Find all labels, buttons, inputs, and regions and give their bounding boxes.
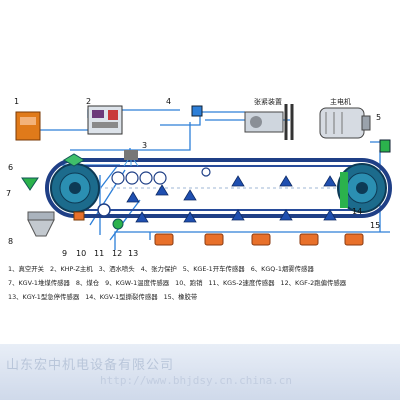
idler-rollers [111,167,211,185]
tail-pulley [337,163,387,213]
emergency-stop-sensors [154,233,364,246]
callout-numbers: 1 2 3 4 5 6 7 8 9 10 11 12 13 14 15 [6,97,381,258]
coal-pile-sensor [21,177,39,191]
legend-item: 4、张力保护 [140,265,177,273]
callout-11: 11 [94,249,104,258]
callout-3: 3 [142,141,147,150]
legend-item: 11、KGS-2速度传感器 [208,279,275,287]
company-url: http://www.bhjdsy.cn.china.cn [100,374,293,387]
legend-item: 5、KGE-1开车传感器 [182,265,245,273]
legend-item: 1、真空开关 [8,265,45,273]
legend-item: 12、KGF-2跑偏传感器 [280,279,347,287]
callout-1: 1 [14,97,19,106]
callout-14: 14 [352,207,362,216]
legend-row-1: 1、真空开关 2、KHP-Z主机 3、洒水喷头 4、张力保护 5、KGE-1开车… [8,262,392,276]
callout-15: 15 [370,221,380,230]
legend-row-3: 13、KGY-1型急停传感器 14、KGV-1型撕裂传感器 15、橡胶带 [8,290,392,304]
water-sprinkler [123,150,139,167]
legend-item: 14、KGV-1型撕裂传感器 [85,293,158,301]
legend-item: 7、KGV-1堆煤传感器 [8,279,70,287]
legend-row-2: 7、KGV-1堆煤传感器 8、煤仓 9、KGW-1温度传感器 10、跑销 11、… [8,276,392,290]
callout-5: 5 [376,113,381,122]
tension-device [244,104,294,140]
legend: 1、真空开关 2、KHP-Z主机 3、洒水喷头 4、张力保护 5、KGE-1开车… [8,262,392,304]
legend-item: 3、洒水喷头 [98,265,135,273]
blue-sensors [126,175,337,223]
legend-item: 2、KHP-Z主机 [50,265,93,273]
legend-item: 13、KGY-1型急停传感器 [8,293,80,301]
tension-protection [191,105,203,117]
legend-item: 9、KGW-1温度传感器 [105,279,170,287]
start-sensor [379,139,391,153]
callout-12: 12 [112,249,122,258]
main-motor [319,107,371,139]
legend-item: 8、煤仓 [75,279,100,287]
callout-10: 10 [76,249,86,258]
coal-bin [27,211,55,237]
deviation-sensor [112,218,124,230]
company-name: 山东宏中机电设备有限公司 [6,358,175,373]
khp-main-unit [87,105,123,135]
temperature-sensor [73,211,85,221]
legend-item: 15、橡胶带 [163,293,198,301]
speed-sensor [97,203,111,217]
callout-9: 9 [62,249,67,258]
callout-2: 2 [86,97,91,106]
smoke-sensor [63,153,85,167]
legend-item: 10、跑销 [175,279,203,287]
vacuum-switch [15,111,41,141]
tension-device-label: 张紧装置 [254,97,282,106]
legend-item: 6、KGQ-1烟雾传感器 [250,265,314,273]
main-motor-label: 主电机 [330,97,351,106]
callout-7: 7 [6,189,11,198]
callout-6: 6 [8,163,13,172]
watermark-footer: 山东宏中机电设备有限公司 http://www.bhjdsy.cn.china.… [0,344,400,400]
callout-13: 13 [128,249,138,258]
tear-sensor-strip [340,172,348,208]
callout-8: 8 [8,237,13,246]
drive-pulley [50,163,100,213]
callout-4: 4 [166,97,171,106]
